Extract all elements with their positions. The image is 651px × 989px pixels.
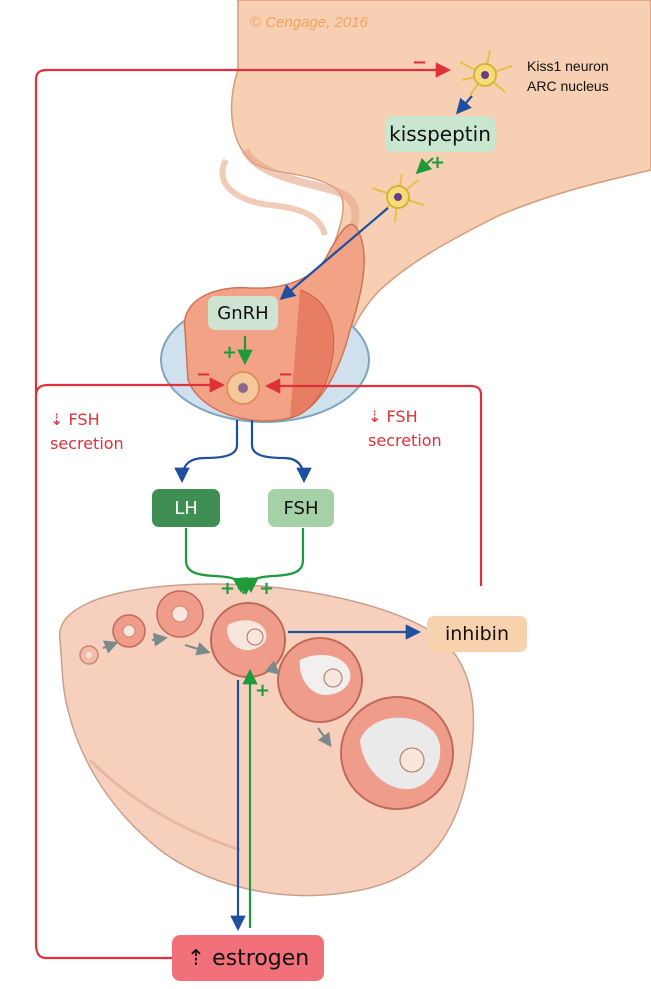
copyright-notice: © Cengage, 2016 (250, 14, 368, 31)
fsh-note-left-line1: ⇣ FSH (50, 410, 100, 429)
lh-label: LH (152, 489, 220, 527)
plus-sign-gnrh: + (222, 342, 238, 363)
ovary (58, 583, 475, 897)
fsh-secretion-note-left: ⇣ FSH secretion (50, 408, 124, 456)
kiss1-neuron (459, 49, 513, 96)
gnrh-neuron (371, 173, 425, 223)
plus-sign-estrogen: + (255, 680, 271, 701)
plus-sign-kisspeptin: + (430, 152, 446, 173)
minus-sign-pituitary-left: − (196, 364, 212, 385)
minus-sign-pituitary-right: − (278, 364, 294, 385)
plus-sign-lh: + (220, 578, 236, 599)
estrogen-label: ⇡ estrogen (172, 935, 324, 981)
fsh-note-right-line1: ⇣ FSH (368, 407, 418, 426)
kiss1-neuron-label-line1: Kiss1 neuron (527, 58, 609, 74)
kiss1-neuron-label: Kiss1 neuron ARC nucleus (527, 56, 609, 96)
inhibin-label: inhibin (427, 616, 527, 652)
plus-sign-fsh: + (259, 578, 275, 599)
plus-sign-center: + (236, 578, 252, 599)
fsh-label: FSH (268, 489, 334, 527)
minus-sign-neuron: − (412, 52, 428, 73)
fsh-secretion-note-right: ⇣ FSH secretion (368, 405, 442, 453)
kisspeptin-label: kisspeptin (385, 116, 495, 152)
fsh-note-right-line2: secretion (368, 431, 442, 450)
stimulation-arrows (184, 157, 434, 928)
fsh-note-left-line2: secretion (50, 434, 124, 453)
secretion-arrows (174, 95, 473, 932)
gnrh-label: GnRH (208, 296, 278, 330)
negative-feedback-arrows (34, 62, 483, 960)
kiss1-neuron-label-line2: ARC nucleus (527, 78, 609, 94)
follicles (79, 590, 454, 810)
